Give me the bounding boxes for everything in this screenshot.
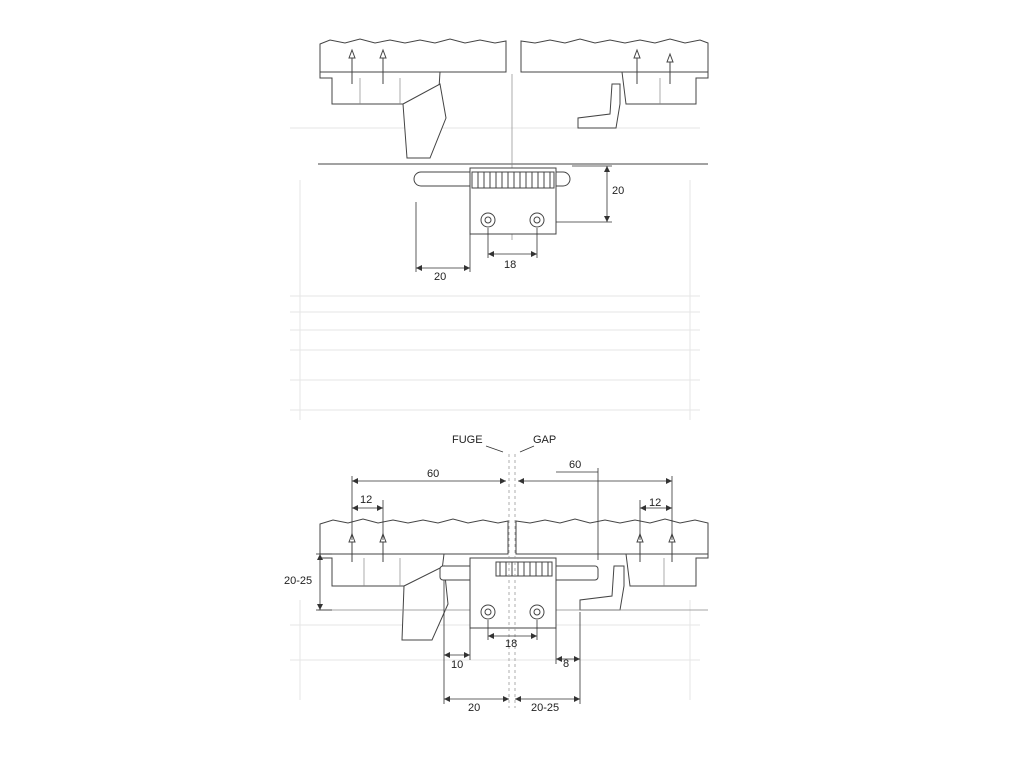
top-dim-height-label: 20	[612, 185, 624, 197]
bottom-right-board	[515, 518, 709, 587]
bottom-left-board	[319, 518, 509, 587]
dim-height-label: 20-25	[284, 575, 312, 587]
top-dim-holes-label: 18	[504, 259, 516, 271]
top-view: 20 20 18	[318, 38, 709, 283]
bottom-clips	[401, 565, 625, 641]
gap-lines	[485, 445, 535, 708]
top-connector	[413, 167, 571, 235]
top-clips	[402, 83, 621, 159]
top-right-board	[520, 38, 709, 105]
top-dim-left-label: 20	[434, 271, 446, 283]
top-dimensions	[415, 165, 612, 272]
dim-20-label: 20	[468, 702, 480, 714]
dim-20-25-label: 20-25	[531, 702, 559, 714]
dim-holes-label: 18	[505, 638, 517, 650]
dim-60-right-label: 60	[569, 459, 581, 471]
label-gap: GAP	[533, 434, 556, 446]
dim-12-right-label: 12	[649, 497, 661, 509]
dim-8-label: 8	[563, 658, 569, 670]
bottom-view: FUGE GAP	[284, 434, 709, 714]
dim-60-left-label: 60	[427, 468, 439, 480]
background-texture	[290, 127, 700, 700]
bottom-connector	[439, 557, 599, 629]
bottom-dimensions	[316, 468, 673, 704]
dim-12-left-label: 12	[360, 494, 372, 506]
top-screws	[348, 48, 674, 84]
label-fuge: FUGE	[452, 434, 483, 446]
dim-10-label: 10	[451, 659, 463, 671]
top-left-board	[319, 38, 507, 105]
